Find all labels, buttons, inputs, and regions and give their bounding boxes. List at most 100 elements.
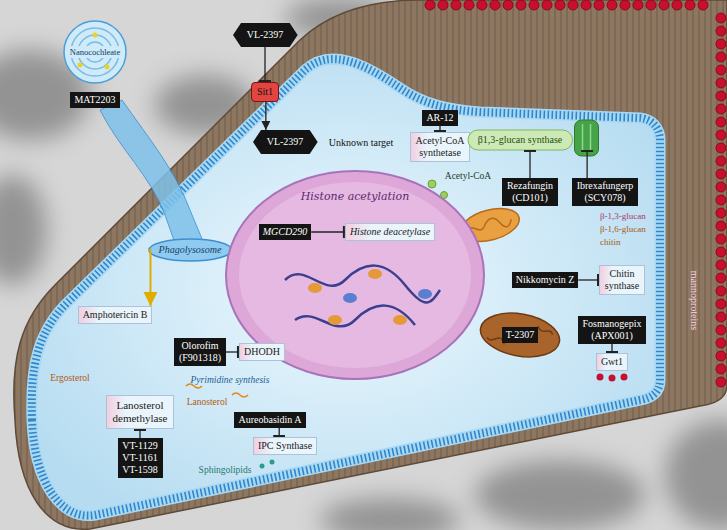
drop — [270, 460, 275, 465]
mannoprotein-dot — [716, 208, 726, 218]
part-label: Ergosterol — [50, 373, 89, 383]
drug-label-text: MGCD290 — [263, 226, 307, 238]
inhibition-line — [611, 344, 612, 353]
enzyme-box: Gwt1 — [596, 353, 628, 371]
mannoprotein-dot — [607, 0, 617, 10]
mannoprotein-dot — [464, 0, 474, 10]
drug-label: MAT2203 — [70, 92, 119, 108]
mannoprotein-dot — [716, 169, 726, 179]
arrow-connector — [265, 102, 266, 130]
enzyme-box-text: Chitin synthase — [604, 268, 640, 292]
mannoprotein-dot — [555, 0, 565, 10]
transporter-channel: Sit1 — [251, 82, 279, 102]
nucleus-inner — [239, 182, 471, 368]
label-anchor: mannoproteins — [665, 295, 724, 306]
label-anchor: Sphingolipids — [199, 465, 252, 475]
inhibition-line — [264, 47, 265, 82]
part-label: Acetyl-CoA — [445, 171, 491, 181]
mitochondrion-cristae — [486, 318, 553, 353]
part-label: β-1,6-glucan — [600, 224, 646, 234]
mitochondrion-body — [477, 307, 563, 362]
enzyme-box-text: Acetyl-CoA synthetase — [415, 135, 465, 159]
enzyme-box: Lanosterol demethylase — [106, 395, 174, 429]
mannoprotein-dot — [659, 0, 669, 10]
mannoprotein-dot — [716, 195, 726, 205]
drug-label: MGCD290 — [259, 224, 311, 240]
cytoplasm — [32, 59, 660, 515]
mannoprotein-dot — [672, 0, 682, 10]
band-outline — [468, 130, 573, 150]
hexagon-outline — [233, 23, 298, 47]
mannoprotein-dot — [646, 0, 656, 10]
mannoprotein-dot — [716, 104, 726, 114]
cell-wall — [14, 0, 727, 529]
mannoprotein-dot — [438, 0, 448, 10]
enzyme-box: Chitin synthase — [599, 265, 645, 295]
mannoprotein-dot — [716, 13, 726, 23]
squiggle — [232, 393, 248, 397]
drug-box-text: Amphotericin B — [83, 309, 148, 321]
mannoprotein-dot — [716, 221, 726, 231]
drug-label-text: Olorofim (F901318) — [178, 340, 222, 364]
drug-label: T-2307 — [502, 327, 539, 343]
blur-blob — [0, 175, 47, 285]
mannoprotein-dot — [620, 0, 630, 10]
drug-label: AR-12 — [422, 110, 457, 126]
inhibition-line — [578, 279, 599, 280]
enzyme-box-text: DHODH — [244, 346, 280, 358]
mannoprotein-dot — [581, 0, 591, 10]
histone — [308, 283, 322, 293]
enzyme-box: IPC Synthase — [253, 437, 317, 455]
mannoprotein-dot — [716, 247, 726, 257]
label-anchor: β-1,6-glucan — [600, 224, 646, 234]
barrel-stripe — [590, 124, 592, 152]
histone — [328, 315, 342, 325]
label-anchor: Unknown target — [329, 137, 394, 148]
enzyme-box-text: Lanosterol demethylase — [112, 399, 168, 425]
mannoprotein-dot — [490, 0, 500, 10]
drug-hexagon-text: VL-2397 — [267, 136, 304, 148]
endocytosis-funnel — [100, 100, 205, 246]
drug-box: Amphotericin B — [78, 306, 153, 324]
drug-hexagon: VL-2397 — [253, 130, 318, 154]
mannoprotein-dot — [716, 143, 726, 153]
label-anchor: Acetyl-CoA — [445, 171, 491, 181]
anchor-dot — [609, 375, 616, 382]
gpi-anchors — [597, 374, 628, 382]
inhibition-line — [226, 351, 239, 352]
mannoprotein-dot — [716, 351, 726, 361]
mannoprotein-dot — [716, 130, 726, 140]
mannoprotein-dot — [716, 78, 726, 88]
drug-label: Nikkomycin Z — [512, 272, 579, 288]
label-anchor: Ergosterol — [50, 373, 89, 383]
blur-blob — [320, 498, 460, 530]
part-label: mannoproteins — [690, 270, 701, 329]
glucan-synthase-text: β1,3-glucan synthase — [478, 134, 563, 146]
histone — [418, 289, 432, 299]
enzyme-box: DHODH — [239, 343, 285, 361]
part-label: Pyrimidine synthesis — [191, 375, 270, 385]
mannoprotein-dot — [477, 0, 487, 10]
mannoprotein-dot — [529, 0, 539, 10]
drug-label-text: T-2307 — [506, 329, 535, 341]
drug-label-text: Aureobasidin A — [238, 414, 301, 426]
part-label: chitin — [600, 237, 621, 247]
mannoprotein-dot — [698, 0, 708, 10]
label-anchor: Lanosterol — [187, 397, 228, 407]
mannoprotein-dot — [716, 52, 726, 62]
drug-label: Fosmanogepix (APX001) — [578, 316, 646, 344]
drug-label: VT-1129 VT-1161 VT-1598 — [118, 438, 163, 478]
mannoprotein-dot — [594, 0, 604, 10]
blur-blob — [475, 460, 645, 530]
nanocochleate: Nanocochleate — [63, 20, 127, 84]
drug-label-text: Ibrexafungerp (SCY078) — [576, 180, 634, 204]
mannoprotein-dot — [503, 0, 513, 10]
drug-label-text: MAT2203 — [74, 94, 115, 106]
anchor-dot — [621, 374, 628, 381]
inhibition-line — [529, 150, 530, 178]
mannoprotein-dot — [425, 0, 435, 10]
histone — [393, 315, 407, 325]
drug-hexagon-text: VL-2397 — [247, 29, 284, 41]
phagolysosome-outline — [149, 239, 232, 261]
lanosterol-squiggles — [186, 384, 248, 397]
